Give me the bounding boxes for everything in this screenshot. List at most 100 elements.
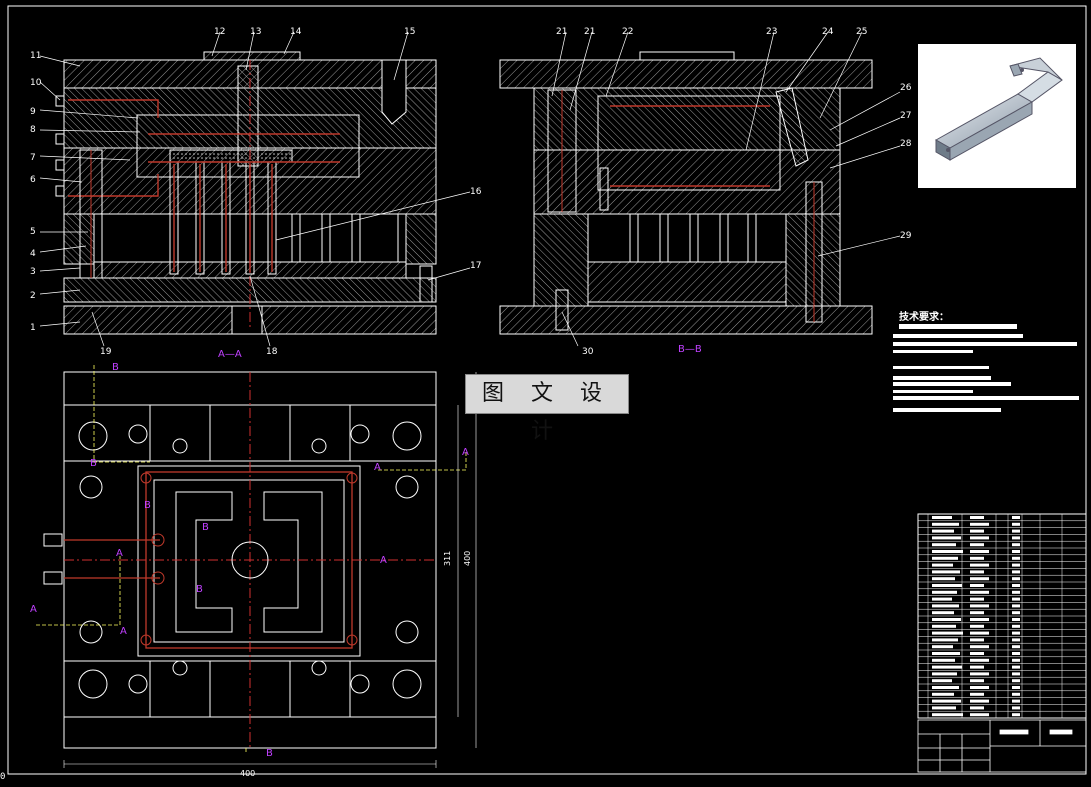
part-number-label: 28: [900, 139, 912, 149]
parts-table-cell-text: [932, 672, 957, 676]
part-number-label: 18: [266, 347, 278, 357]
view-label-b-b: B—B: [678, 344, 702, 355]
part-number-label: 8: [30, 125, 36, 135]
parts-table-cell-text: [1012, 536, 1020, 540]
parts-table-cell-text: [932, 658, 955, 662]
parts-table-cell-text: [1012, 516, 1020, 519]
part-number-label: 21: [556, 27, 567, 37]
title-block: [917, 719, 1087, 773]
part-number-label: 16: [470, 187, 482, 197]
parts-table-cell-text: [1012, 699, 1020, 703]
parts-table-cell-text: [970, 536, 989, 540]
parts-table-cell-text: [932, 516, 952, 519]
parts-table-cell-text: [932, 618, 961, 621]
cut-mark-a: A: [380, 555, 387, 566]
parts-table-cell-text: [970, 679, 984, 683]
parts-table-cell-text: [932, 529, 954, 533]
parts-table-cell-text: [932, 536, 961, 540]
part-number-label: 14: [290, 27, 302, 37]
parts-table-cell-text: [970, 686, 989, 689]
part-number-label: 4: [30, 249, 36, 259]
parts-table-cell-text: [1012, 563, 1020, 567]
part-number-label: 30: [582, 347, 594, 357]
parts-table-cell-text: [932, 611, 954, 615]
parts-table-cell-text: [932, 590, 957, 594]
parts-table-cell-text: [970, 563, 989, 567]
part-number-label: 13: [250, 27, 261, 37]
parts-table-cell-text: [970, 713, 989, 717]
parts-table-cell-text: [1012, 692, 1020, 696]
parts-table-cell-text: [970, 604, 989, 608]
parts-table-cell-text: [932, 713, 963, 717]
parts-table-cell-text: [932, 597, 952, 601]
parts-table-cell-text: [970, 672, 989, 676]
part-number-label: 1: [30, 323, 36, 333]
part-number-label: 5: [30, 227, 36, 237]
part-number-label: 29: [900, 231, 912, 241]
section-b-b: B—B: [499, 31, 901, 355]
parts-table-cell-text: [932, 624, 956, 628]
part-number-label: 23: [766, 27, 777, 37]
parts-table-cell-text: [970, 550, 989, 553]
watermark: 图 文 设 计: [465, 374, 629, 444]
corner-mark: 0: [0, 772, 6, 782]
parts-table-cell-text: [970, 618, 989, 621]
part-number-label: 12: [214, 27, 225, 37]
parts-table-cell-text: [1012, 584, 1020, 587]
parts-table-cell-text: [970, 665, 984, 669]
dimension-height-inner: 311: [443, 551, 452, 566]
part-number-label: 17: [470, 261, 481, 271]
tech-requirements-title: 技术要求：: [899, 312, 949, 323]
part-number-label: 10: [30, 78, 42, 88]
parts-table-cell-text: [1012, 577, 1020, 581]
parts-table-cell-text: [970, 529, 984, 533]
part-number-label: 22: [622, 27, 633, 37]
part-number-label: 2: [30, 291, 36, 301]
parts-table-cell-text: [932, 645, 953, 649]
parts-table-cell-text: [1012, 686, 1020, 689]
parts-table-cell-text: [1012, 529, 1020, 533]
parts-table-cell-text: [1012, 522, 1020, 526]
parts-table-cell-text: [932, 706, 956, 710]
parts-table-cell-text: [932, 543, 956, 547]
parts-table-cell-text: [932, 577, 955, 581]
section-a-a: A—A: [39, 31, 471, 360]
parts-table-cell-text: [1012, 652, 1020, 655]
parts-list-table: [917, 513, 1087, 719]
part-number-label: 7: [30, 153, 36, 163]
parts-table-cell-text: [970, 624, 984, 628]
part-number-label: 11: [30, 51, 41, 61]
parts-table-cell-text: [932, 686, 959, 689]
parts-table-cell-text: [1012, 679, 1020, 683]
parts-table-cell-text: [932, 584, 962, 587]
view-label-a-a: A—A: [218, 349, 242, 360]
parts-table-cell-text: [1012, 543, 1020, 547]
parts-table-cell-text: [970, 638, 984, 642]
parts-table-cell-text: [970, 652, 984, 655]
parts-table-cell-text: [970, 522, 989, 526]
drawing-frame: [7, 5, 1087, 775]
parts-table-cell-text: [932, 631, 963, 635]
parts-table-cell-text: [1012, 550, 1020, 553]
parts-table-cell-text: [970, 611, 984, 615]
product-render-image: [934, 57, 1063, 161]
cut-mark-a: A: [116, 548, 123, 559]
parts-table-cell-text: [970, 584, 984, 587]
part-number-label: 26: [900, 83, 912, 93]
cut-mark-a: A: [462, 447, 469, 458]
parts-table-cell-text: [1012, 590, 1020, 594]
parts-table-cell-text: [1012, 665, 1020, 669]
parts-table-cell-text: [970, 597, 984, 601]
cut-mark-b: B: [266, 748, 273, 759]
part-number-label: 19: [100, 347, 112, 357]
plan-view: 400 311 400 B B B B B B A A A A A A: [30, 362, 477, 778]
parts-table-cell-text: [932, 563, 953, 567]
parts-table-cell-text: [970, 706, 984, 710]
parts-table-cell-text: [1012, 706, 1020, 710]
cut-mark-a: A: [30, 604, 37, 615]
parts-table-cell-text: [970, 570, 984, 574]
dimension-height-outer: 400: [463, 551, 472, 566]
parts-table-cell-text: [1012, 618, 1020, 621]
